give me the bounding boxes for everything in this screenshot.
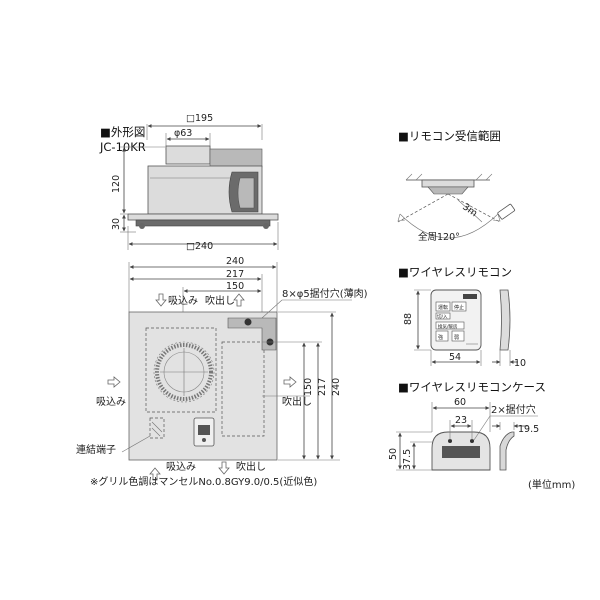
case-heading: ■ワイヤレスリモコンケース xyxy=(398,380,546,394)
dim-width-195: □195 xyxy=(186,113,213,124)
case-height: 50 xyxy=(388,448,399,460)
remote-receiver xyxy=(193,417,215,447)
intake-label-bottom: 吸込み xyxy=(166,461,196,473)
remote-button-4: 換気/暖房 xyxy=(438,323,458,330)
dim-top-240: 240 xyxy=(226,256,244,267)
case-side xyxy=(499,431,515,471)
case-inner-width: 23 xyxy=(455,415,467,426)
case-depth: 19.5 xyxy=(518,424,539,435)
connector-terminal xyxy=(149,417,165,439)
dim-grille-240: □240 xyxy=(186,241,213,252)
front-view: 240 217 150 吸込み 吹出し 8×φ5据付穴(薄肉) xyxy=(76,256,368,481)
holes-label: 8×φ5据付穴(薄肉) xyxy=(282,287,368,300)
remote-depth: 10 xyxy=(514,358,526,369)
remote-button-6: 弱 xyxy=(454,335,459,341)
exhaust-label-top: 吹出し xyxy=(205,294,235,307)
dim-height-120: 120 xyxy=(111,175,122,193)
remote-button-3: 切/入 xyxy=(437,313,448,320)
remote-front: 運転 停止 切/入 換気/暖房 強 弱 xyxy=(430,289,482,351)
dim-right-240: 240 xyxy=(331,378,342,396)
dim-top-217: 217 xyxy=(226,269,244,280)
case-width: 60 xyxy=(454,397,466,408)
exhaust-label-bottom: 吹出し xyxy=(236,460,266,473)
range-angle: 全周120° xyxy=(418,231,460,243)
dim-right-217: 217 xyxy=(317,378,328,396)
connector-label: 連結端子 xyxy=(76,443,116,456)
remote-button-1: 運転 xyxy=(438,305,448,311)
remote-heading: ■ワイヤレスリモコン xyxy=(398,265,512,279)
remote-width: 54 xyxy=(449,352,461,363)
range-heading: ■リモコン受信範囲 xyxy=(398,129,501,143)
dim-flange-30: 30 xyxy=(111,218,122,230)
case-holes-label: 2×据付穴 xyxy=(491,403,536,416)
dim-right-150: 150 xyxy=(303,378,314,396)
case-inner-height: 37.5 xyxy=(402,449,413,470)
footnote: ※グリル色調はマンセルNo.0.8GY9.0/0.5(近似色) xyxy=(90,475,317,488)
remote-button-2: 停止 xyxy=(454,304,464,311)
dim-duct-63: φ63 xyxy=(174,128,192,139)
dim-top-150: 150 xyxy=(226,281,244,292)
remote-height: 88 xyxy=(403,313,414,325)
remote-button-5: 強 xyxy=(438,334,443,341)
case-front xyxy=(431,431,491,471)
unit-label: (単位mm) xyxy=(528,478,575,491)
range-diagram: 3m 全周120° xyxy=(397,173,516,243)
side-view: □195 φ63 120 30 □240 xyxy=(111,113,279,252)
outline-heading: ■外形図 xyxy=(100,125,145,139)
intake-label-top: 吸込み xyxy=(168,295,198,307)
remote-side xyxy=(499,289,511,351)
intake-label-left: 吸込み xyxy=(96,396,126,408)
remote-in-range-icon xyxy=(497,203,516,220)
fan-impeller xyxy=(155,343,213,401)
